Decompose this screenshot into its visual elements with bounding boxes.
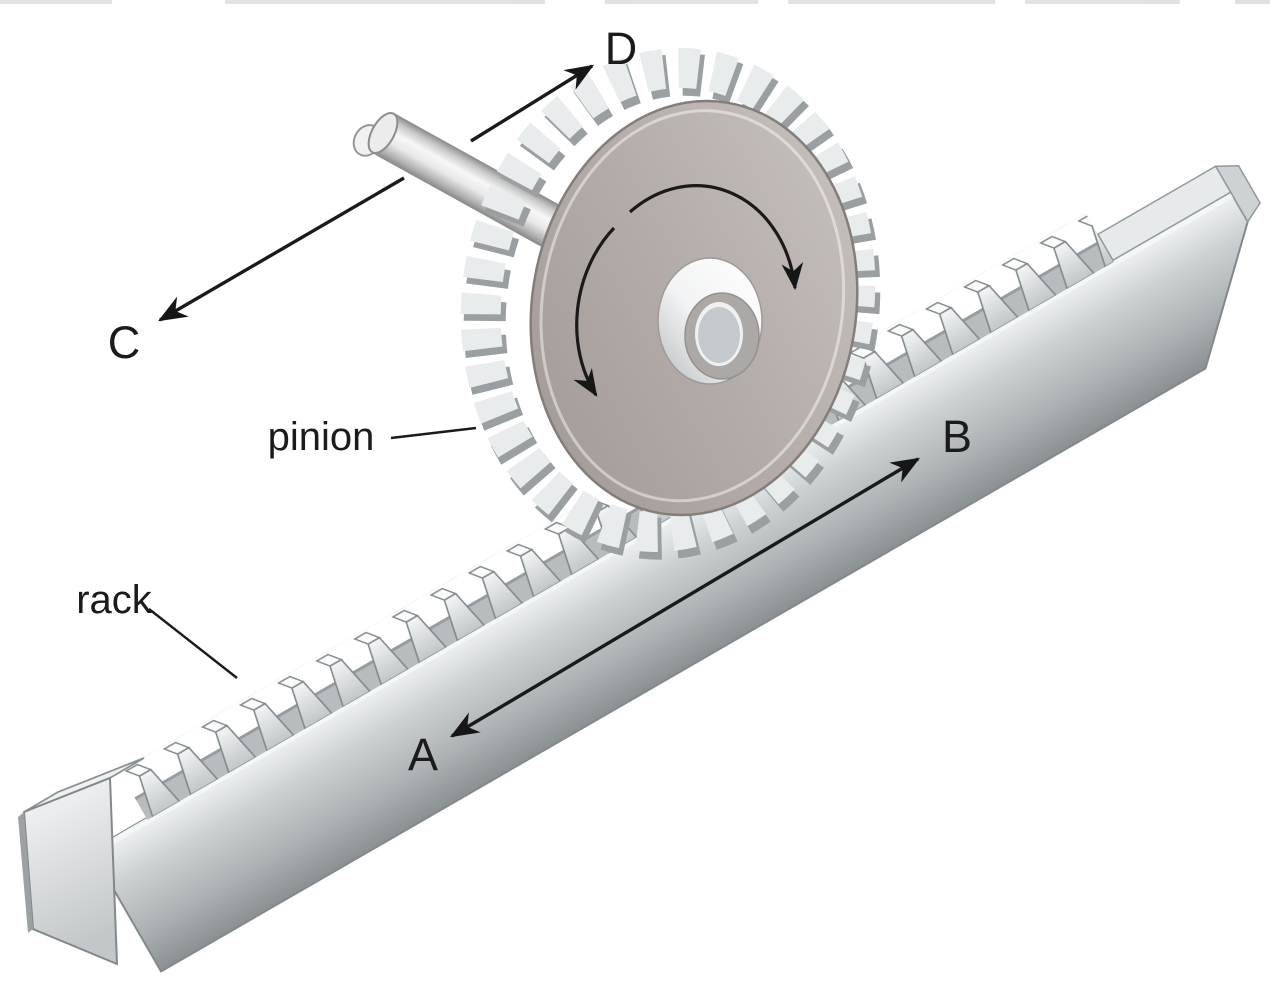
artifact-dash (788, 0, 995, 4)
artifact-dash (225, 0, 545, 4)
rotation-arrow-left (573, 226, 616, 397)
label-point-c: C (108, 317, 141, 368)
artifact-dash (1235, 0, 1270, 4)
gear-hub (657, 257, 763, 385)
top-edge-artifact (0, 0, 1270, 4)
arrow-d (470, 64, 595, 143)
pinion-gear (460, 48, 881, 560)
arrow-c (157, 176, 405, 322)
bore (698, 307, 740, 363)
label-point-d: D (605, 23, 638, 74)
rack-right-end-face (1214, 164, 1261, 224)
label-pinion: pinion (268, 415, 375, 459)
artifact-dash (605, 0, 758, 4)
label-point-b: B (942, 411, 972, 462)
rack-left-front-face (22, 776, 119, 966)
rack-left-edge-shade (18, 812, 33, 933)
artifact-dash (0, 0, 112, 4)
label-point-a: A (408, 729, 438, 780)
pinion-leader-line (390, 426, 477, 440)
artifact-dash (1025, 0, 1180, 4)
rack-leader-line (148, 608, 238, 679)
rotation-arrow-right (628, 184, 804, 291)
arrow-a-b (449, 457, 921, 738)
rack-left-end (18, 757, 145, 966)
shaft-end-cap (367, 112, 399, 154)
label-rack: rack (76, 578, 153, 622)
